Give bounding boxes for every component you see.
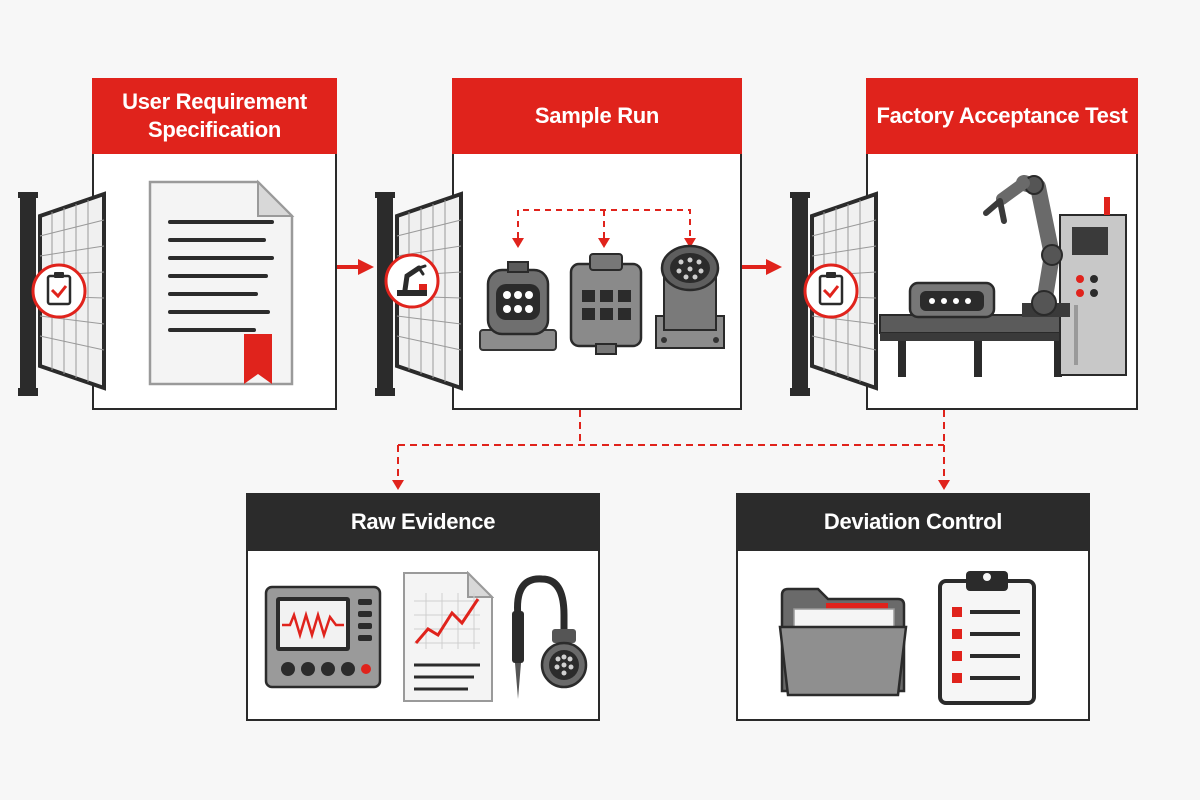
step-card-urs: User Requirement Specification [92,78,337,410]
clipboard-check-icon [803,263,859,319]
clipboard-check-icon [31,263,87,319]
oscilloscope-icon [264,585,382,689]
factory-robot-icon [879,175,1127,377]
output-title: Raw Evidence [246,493,600,551]
output-card-raw-evidence: Raw Evidence [246,493,600,721]
gate-1 [18,190,114,398]
gate-3 [790,190,886,398]
output-title: Deviation Control [736,493,1090,551]
chart-report-icon [403,571,494,702]
output-card-deviation-control: Deviation Control [736,493,1090,721]
connectors-icon [479,209,725,355]
gate-2 [375,190,471,398]
step-arrow-1 [336,259,374,275]
step-title: User Requirement Specification [92,78,337,154]
probe-cable-icon [512,575,588,699]
checklist-clipboard-icon [938,571,1036,705]
step-title: Factory Acceptance Test [866,78,1138,154]
evidence-branch [397,410,945,478]
folder-icon [778,587,908,697]
robot-arm-icon [384,253,440,309]
deviation-arrowhead [938,480,950,490]
step-arrow-2 [742,259,782,275]
step-card-fat: Factory Acceptance Test [866,78,1138,410]
step-title: Sample Run [452,78,742,154]
document-icon [148,179,295,386]
step-card-sample-run: Sample Run [452,78,742,410]
evidence-arrowhead [392,480,404,490]
